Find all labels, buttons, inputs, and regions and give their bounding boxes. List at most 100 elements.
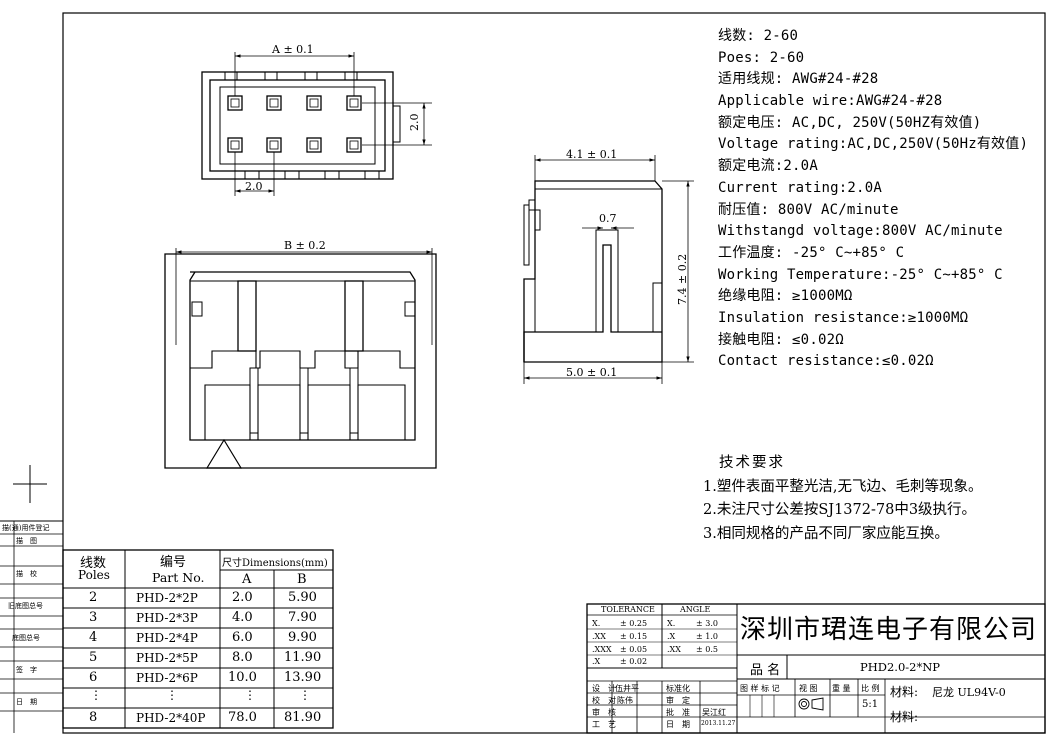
cell-b: ⋮ bbox=[299, 688, 311, 702]
sign-name: 吴江红 bbox=[702, 708, 726, 717]
sign-label: 审 核 bbox=[592, 708, 616, 717]
crosshair-mark bbox=[13, 465, 47, 503]
projection-symbol bbox=[798, 697, 824, 711]
requirement-item: 2.未注尺寸公差按SJ1372-78中3级执行。 bbox=[703, 502, 977, 518]
tol-val: ± 0.05 bbox=[620, 645, 648, 654]
company-name: 深圳市珺连电子有限公司 bbox=[740, 615, 1038, 645]
tolerance-header: TOLERANCE bbox=[601, 605, 655, 614]
left-strip-grid bbox=[0, 533, 63, 712]
cell-b: 13.90 bbox=[284, 670, 322, 685]
product-name-label: 品 名 bbox=[750, 663, 781, 678]
dim-top-a: A ± 0.1 bbox=[271, 43, 314, 56]
cell-b: 11.90 bbox=[284, 650, 322, 665]
spec-line: 接触电阻: ≤0.02Ω bbox=[718, 331, 844, 348]
front-view bbox=[164, 253, 437, 469]
dimension-labels: A ± 0.1 2.0 2.0 B ± 0.2 4.1 ± 0.1 0.7 7.… bbox=[245, 43, 689, 379]
angle-key: .XX bbox=[667, 645, 681, 654]
cell-part-no: ⋮ bbox=[166, 688, 178, 702]
view-header: 比 例 bbox=[861, 684, 880, 693]
spec-line: Withstangd voltage:800V AC/minute bbox=[718, 223, 1003, 240]
spec-line: Contact resistance:≤0.02Ω bbox=[718, 353, 934, 370]
spec-line: Working Temperature:-25° C~+85° C bbox=[718, 266, 1003, 283]
cell-part-no: PHD-2*5P bbox=[136, 651, 198, 665]
parts-table-grid bbox=[62, 549, 334, 729]
sign-label: 设 计 bbox=[592, 684, 616, 693]
angle-val: ± 1.0 bbox=[696, 632, 718, 641]
header-poles: Poles bbox=[78, 568, 110, 582]
cell-a: 10.0 bbox=[228, 670, 257, 685]
sign-label: 校 对 bbox=[592, 696, 616, 705]
angle-val: ± 3.0 bbox=[696, 619, 718, 628]
technical-requirements: 技术要求 1.塑件表面平整光洁,无飞边、毛刺等现象。 2.未注尺寸公差按SJ13… bbox=[703, 452, 982, 546]
strip-label: 描 图 bbox=[16, 537, 37, 545]
spec-line: Poes: 2-60 bbox=[718, 49, 805, 66]
spec-line: 线数: 2-60 bbox=[718, 28, 799, 44]
dim-side-slot: 0.7 bbox=[599, 212, 617, 225]
strip-label: 底图总号 bbox=[12, 634, 40, 642]
header-part-no: Part No. bbox=[152, 570, 205, 585]
view-header: 图 样 标 记 bbox=[740, 684, 780, 693]
cell-a: 78.0 bbox=[228, 710, 257, 725]
sign-label: 标准化 bbox=[666, 684, 690, 693]
top-view-dimensions bbox=[234, 52, 432, 196]
tol-key: .XX bbox=[592, 632, 606, 641]
dim-front-b: B ± 0.2 bbox=[284, 239, 326, 252]
angle-header: ANGLE bbox=[680, 605, 711, 614]
spec-line: Current rating:2.0A bbox=[718, 179, 882, 196]
spec-line: 适用线规: AWG#24-#28 bbox=[718, 71, 879, 88]
side-view-dimensions bbox=[523, 155, 694, 384]
spec-line: Voltage rating:AC,DC,250V(50Hz有效值) bbox=[718, 136, 1029, 153]
material2-label: 材料: bbox=[890, 710, 919, 724]
dim-top-w: 2.0 bbox=[245, 180, 263, 193]
title-block-grid bbox=[586, 603, 1046, 734]
sign-label: 日 期 bbox=[666, 720, 690, 729]
tol-key: X. bbox=[592, 619, 601, 628]
tol-val: ± 0.25 bbox=[620, 619, 648, 628]
spec-line: 额定电压: AC,DC, 250V(50HZ有效值) bbox=[718, 114, 982, 131]
angle-key: .X bbox=[667, 632, 676, 641]
dim-side-base: 5.0 ± 0.1 bbox=[566, 366, 617, 379]
spec-line: 额定电流:2.0A bbox=[718, 158, 818, 175]
tol-val: ± 0.15 bbox=[620, 632, 648, 641]
cell-poles: 2 bbox=[89, 590, 98, 605]
cell-poles: 3 bbox=[89, 610, 98, 625]
cell-part-no: PHD-2*6P bbox=[136, 671, 198, 685]
top-view bbox=[201, 71, 401, 180]
cell-part-no: PHD-2*3P bbox=[136, 611, 198, 625]
tol-key: .X bbox=[592, 657, 601, 666]
strip-label: 签 字 bbox=[16, 666, 37, 674]
sign-label: 审 定 bbox=[666, 696, 690, 705]
angle-val: ± 0.5 bbox=[696, 645, 718, 654]
cell-poles: ⋮ bbox=[90, 688, 102, 702]
spec-list: 线数: 2-60 Poes: 2-60 适用线规: AWG#24-#28 App… bbox=[718, 26, 1028, 373]
strip-label: 日 期 bbox=[16, 698, 37, 706]
spec-line: 工作温度: -25° C~+85° C bbox=[718, 244, 905, 261]
strip-label: 描 校 bbox=[16, 570, 37, 578]
front-view-dimensions bbox=[175, 248, 433, 345]
strip-label: 描(通)用件登记 bbox=[2, 524, 50, 532]
cell-a: ⋮ bbox=[244, 688, 256, 702]
material-label: 材料: bbox=[890, 685, 919, 699]
spec-line: Applicable wire:AWG#24-#28 bbox=[718, 93, 943, 110]
requirement-item: 1.塑件表面平整光洁,无飞边、毛刺等现象。 bbox=[703, 478, 983, 495]
cell-poles: 5 bbox=[89, 650, 98, 665]
header-a: A bbox=[242, 572, 252, 587]
angle-key: X. bbox=[667, 619, 676, 628]
tol-key: .XXX bbox=[592, 645, 612, 654]
cell-a: 6.0 bbox=[232, 630, 253, 645]
cell-a: 2.0 bbox=[232, 590, 253, 605]
cell-b: 7.90 bbox=[288, 610, 317, 625]
product-name: PHD2.0-2*NP bbox=[860, 660, 941, 674]
cell-a: 4.0 bbox=[232, 610, 253, 625]
cell-part-no: PHD-2*2P bbox=[136, 591, 198, 605]
cell-b: 9.90 bbox=[288, 630, 317, 645]
tol-val: ± 0.02 bbox=[620, 657, 648, 666]
material-value: 尼龙 UL94V-0 bbox=[932, 686, 1006, 699]
cell-poles: 6 bbox=[89, 670, 98, 685]
requirement-item: 3.相同规格的产品不同厂家应能互换。 bbox=[703, 525, 949, 542]
drawing-frame bbox=[0, 12, 1046, 734]
cell-b: 5.90 bbox=[288, 590, 317, 605]
scale-value: 5:1 bbox=[862, 699, 879, 710]
requirements-title: 技术要求 bbox=[719, 455, 785, 471]
